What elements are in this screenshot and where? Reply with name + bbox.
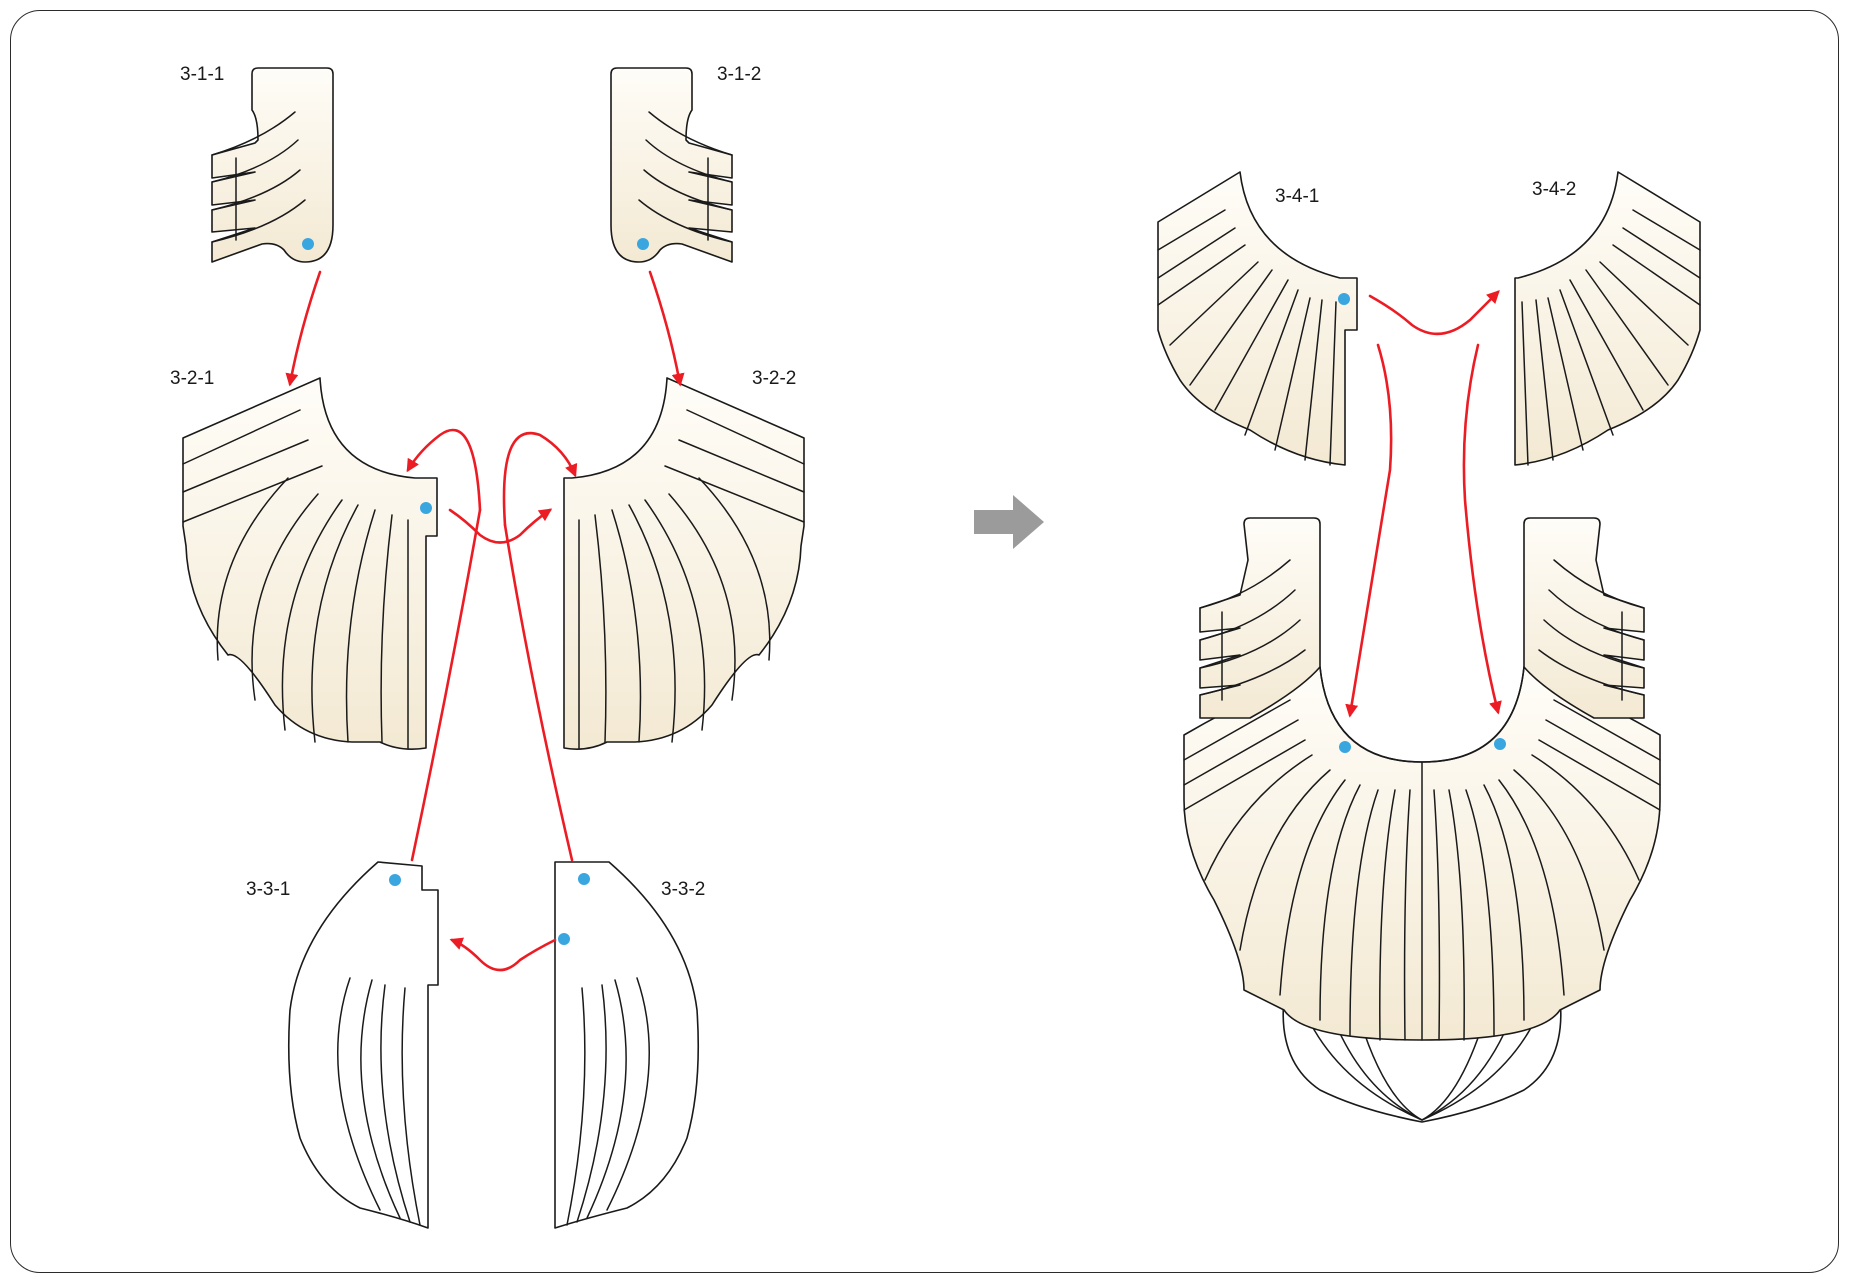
arrow-3-3-2-up	[505, 525, 572, 860]
piece-label-3-1-2: 3-1-2	[717, 64, 761, 85]
piece-3-4-2	[1515, 172, 1700, 465]
piece-label-3-2-1: 3-2-1	[170, 368, 214, 389]
arrow-3-3-2-to-3-3-1	[452, 940, 555, 970]
arrow-3-1-2-to-3-2-2	[650, 272, 680, 384]
piece-label-3-4-2: 3-4-2	[1532, 179, 1576, 200]
glue-point-dot	[389, 874, 401, 886]
piece-label-3-1-1: 3-1-1	[180, 64, 224, 85]
piece-3-3-1: 3-3-1	[246, 862, 438, 1228]
piece-3-3-2	[555, 862, 698, 1228]
glue-point-dot	[637, 238, 649, 250]
glue-point-dot	[420, 502, 432, 514]
piece-3-1-1: 3-1-1	[180, 64, 333, 262]
glue-point-dot	[558, 933, 570, 945]
piece-label-3-3-2: 3-3-2	[661, 879, 705, 900]
piece-3-1-2	[611, 68, 732, 262]
arrow-3-2-1-to-3-2-2	[450, 510, 550, 543]
piece-3-2-2	[564, 378, 804, 749]
glue-point-dot	[578, 873, 590, 885]
glue-point-dot	[1338, 293, 1350, 305]
piece-3-2-1: 3-2-1	[170, 368, 437, 749]
glue-point-dot	[1339, 741, 1351, 753]
right-arrow-icon	[974, 495, 1044, 549]
piece-label-3-2-2: 3-2-2	[752, 368, 796, 389]
glue-point-dot	[1494, 738, 1506, 750]
arrow-3-4-1-to-3-4-2	[1370, 292, 1498, 334]
assembled-model	[1184, 518, 1660, 1122]
piece-label-3-4-1: 3-4-1	[1275, 186, 1319, 207]
assembly-arrows-right	[1350, 292, 1498, 715]
arrow-3-1-1-to-3-2-1	[290, 272, 320, 384]
glue-point-dot	[302, 238, 314, 250]
piece-label-3-3-1: 3-3-1	[246, 879, 290, 900]
piece-3-4-1: 3-4-1	[1158, 172, 1357, 465]
arrow-3-4-2-down	[1464, 345, 1498, 712]
arrow-3-4-1-down	[1350, 345, 1391, 715]
